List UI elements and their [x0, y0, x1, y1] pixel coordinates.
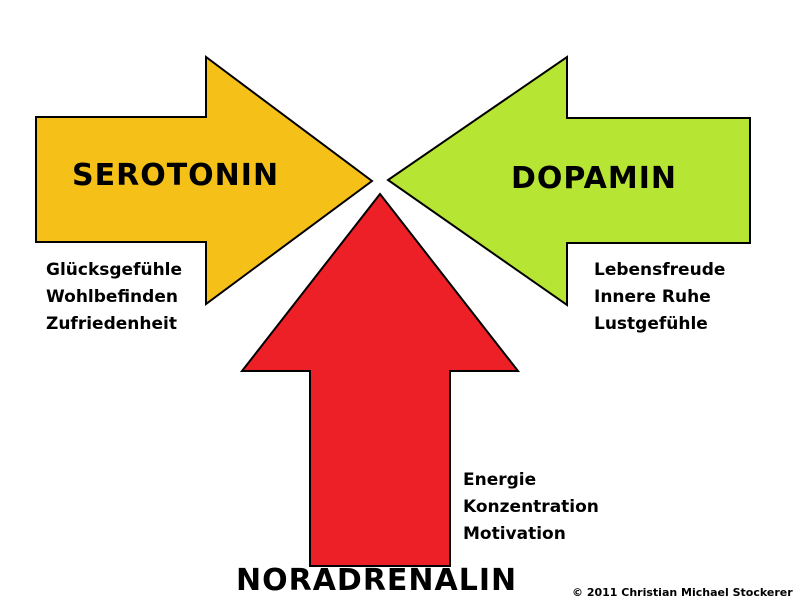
copyright-notice: © 2011 Christian Michael Stockerer: [572, 586, 793, 599]
list-item: Lebensfreude: [594, 260, 726, 280]
list-item: Konzentration: [463, 497, 599, 517]
noradrenalin-title: NORADRENALIN: [236, 563, 518, 598]
list-item: Innere Ruhe: [594, 287, 711, 307]
list-item: Glücksgefühle: [46, 260, 183, 280]
list-item: Lustgefühle: [594, 314, 708, 334]
list-item: Energie: [463, 470, 537, 490]
noradrenalin-benefits: Energie Konzentration Motivation: [463, 467, 599, 548]
dopamin-arrow: [386, 55, 751, 307]
list-item: Wohlbefinden: [46, 287, 178, 307]
serotonin-arrow: [35, 55, 374, 306]
serotonin-benefits: Glücksgefühle Wohlbefinden Zufriedenheit: [46, 257, 182, 338]
dopamin-title: DOPAMIN: [511, 161, 677, 196]
noradrenalin-arrow: [239, 192, 521, 567]
list-item: Zufriedenheit: [46, 314, 177, 334]
serotonin-title: SEROTONIN: [72, 158, 280, 193]
list-item: Motivation: [463, 524, 566, 544]
dopamin-benefits: Lebensfreude Innere Ruhe Lustgefühle: [594, 257, 725, 338]
